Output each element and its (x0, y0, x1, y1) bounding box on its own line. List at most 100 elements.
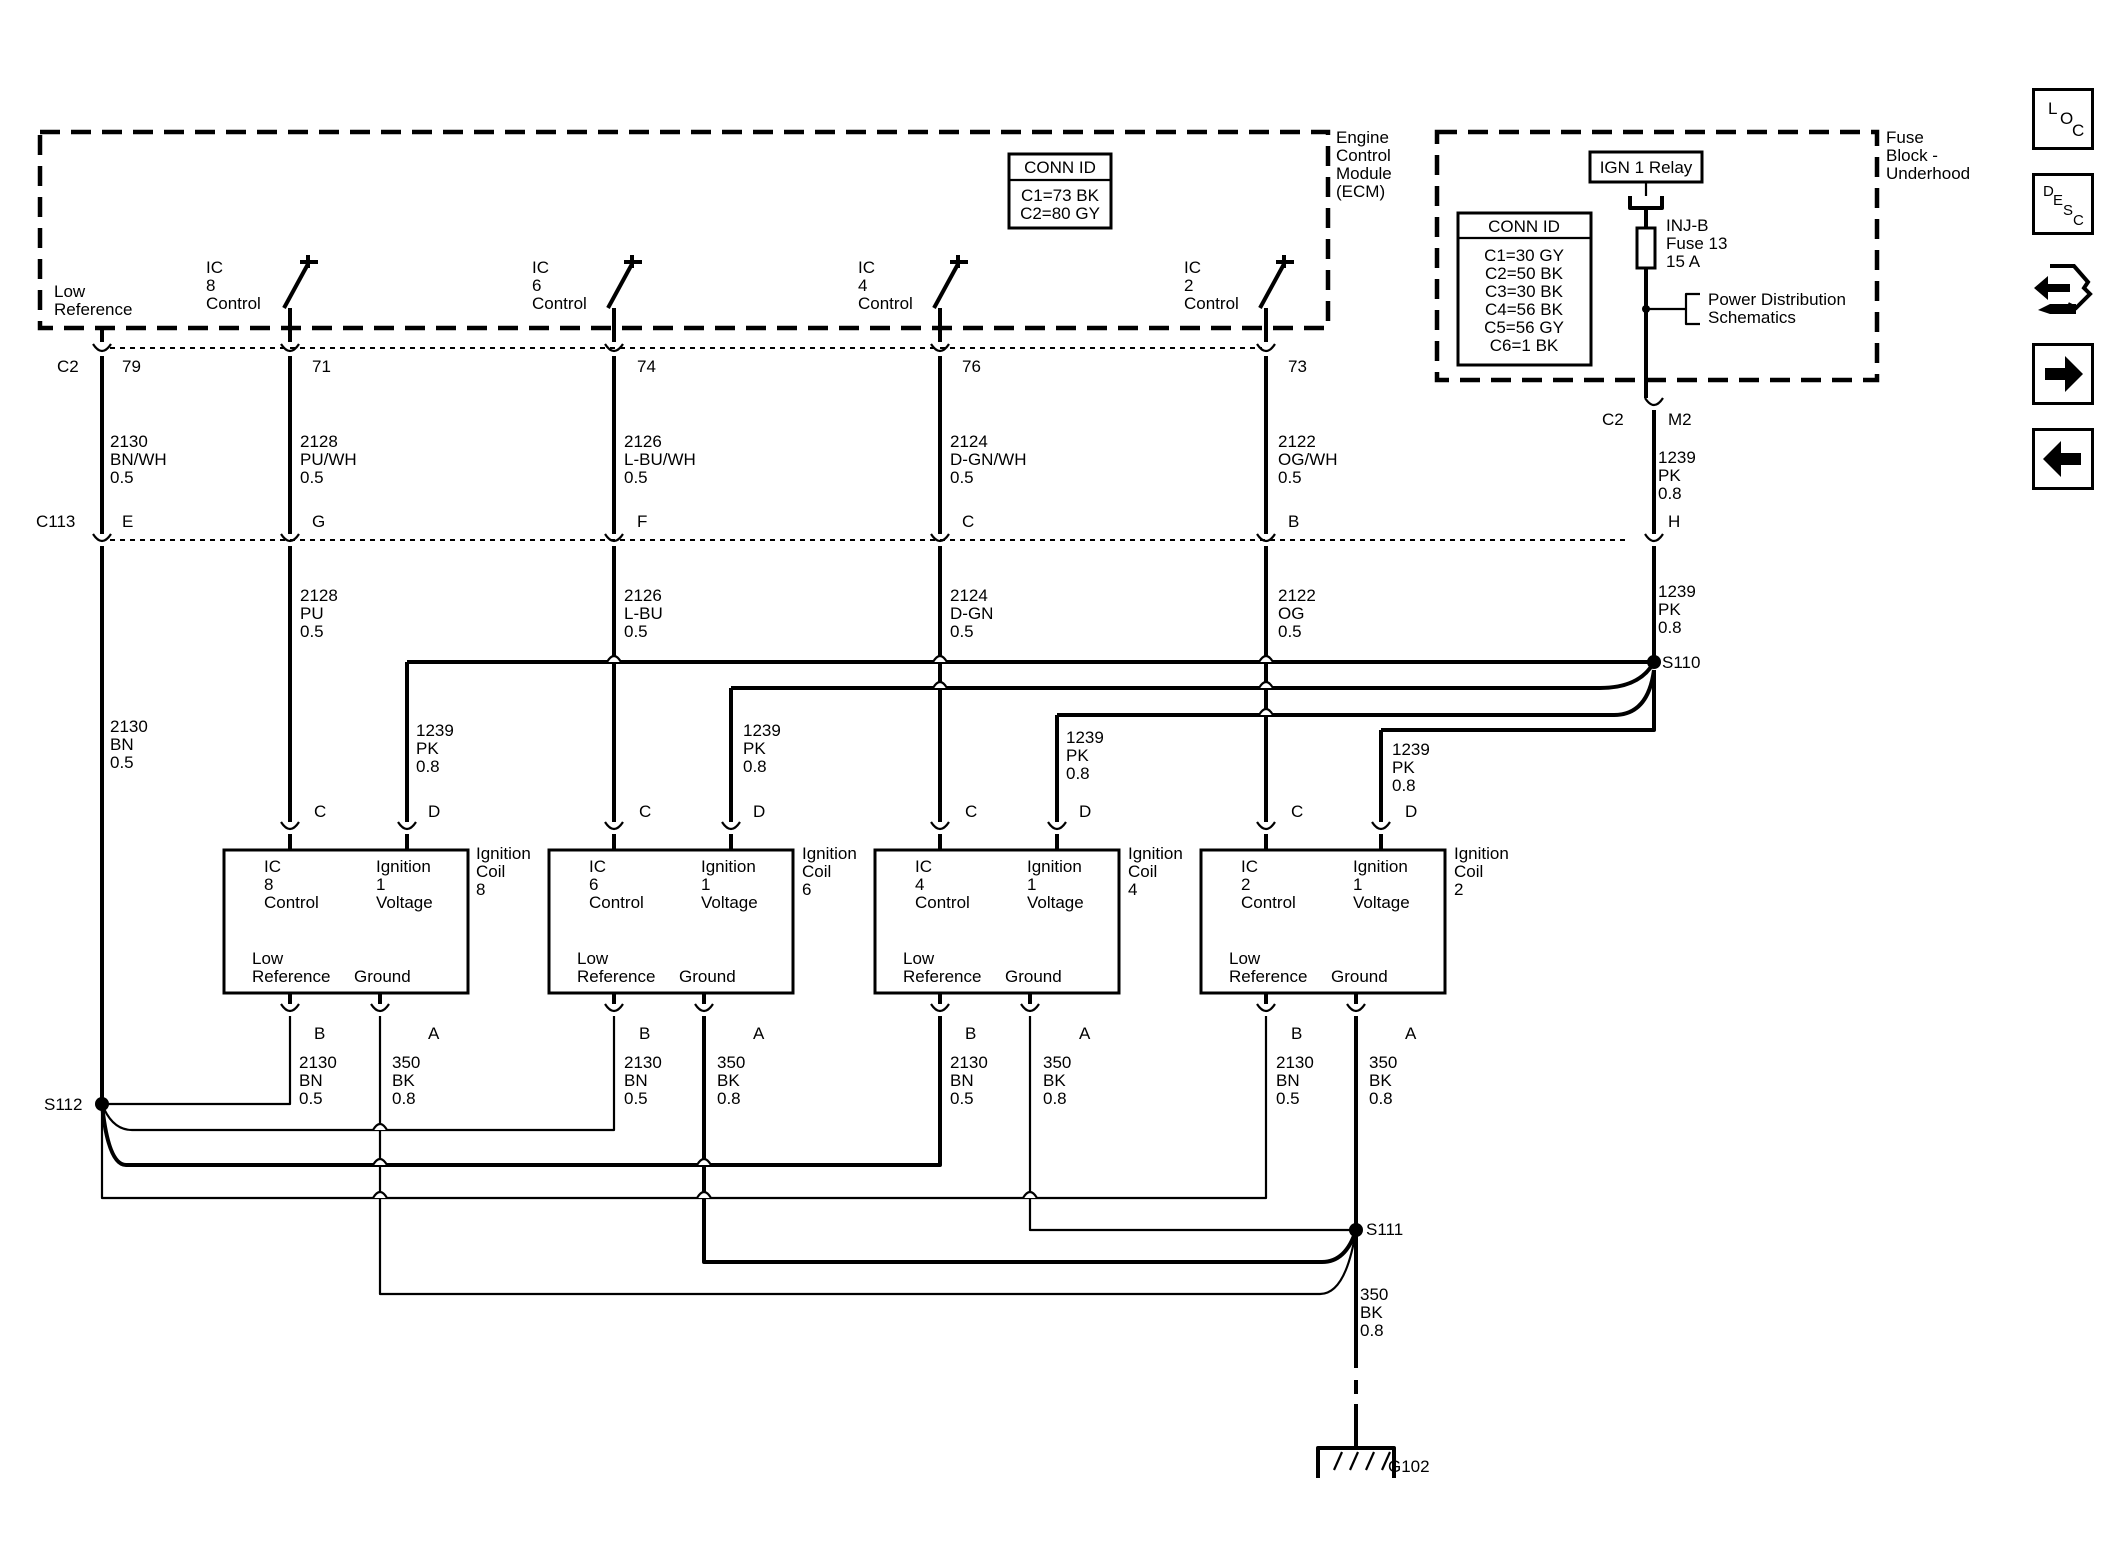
wire-crossover (696, 1157, 712, 1166)
coil-body (873, 848, 1121, 995)
coil-pin-a-label: A (428, 1024, 440, 1043)
wire-crossover (372, 1157, 388, 1166)
desc-letter-d: D (2043, 183, 2054, 200)
wire-crossover (606, 654, 622, 663)
connector-terminal (930, 533, 950, 543)
ecm-switch-icon (282, 263, 310, 309)
ign-relay-label: IGN 1 Relay (1600, 158, 1693, 177)
fuse-conn-title: CONN ID (1488, 217, 1560, 236)
wire-crossover (696, 1190, 712, 1199)
loc-letter-o: O (2060, 109, 2073, 128)
connector-terminal (930, 821, 950, 831)
connector-terminal (694, 1003, 714, 1013)
connector-terminal (1047, 821, 1067, 831)
desc-button[interactable]: D E S C (2032, 173, 2094, 235)
coil-pin-b-label: B (965, 1024, 976, 1043)
splice-s111-label: S111 (1366, 1220, 1403, 1239)
loc-button[interactable]: L O C (2032, 88, 2094, 150)
ecm-switch-icon (932, 263, 960, 309)
fuse-block-boundary (1434, 129, 1880, 383)
ecm-c2-label: C2 (57, 357, 79, 376)
connector-terminal (1346, 1003, 1366, 1013)
ecm-pin-label: 73 (1288, 357, 1307, 376)
fuse-conn-line-5: C5=56 GY (1484, 318, 1564, 337)
coil-pin-b-label: B (1291, 1024, 1302, 1043)
ecm-conn-box (1007, 152, 1113, 230)
connector-terminal (280, 821, 300, 831)
fuse-conn-line-6: C6=1 BK (1490, 336, 1559, 355)
ecm-switch-icon (1258, 263, 1286, 309)
coil-pin-a-label: A (1405, 1024, 1417, 1043)
ground-id-label: G102 (1388, 1457, 1430, 1476)
loc-letter-l: L (2048, 99, 2057, 118)
c113-pin-label: B (1288, 512, 1299, 531)
splice-s112-label: S112 (44, 1095, 82, 1114)
connector-terminal (930, 343, 950, 353)
fuse-conn-line-3: C3=30 BK (1485, 282, 1564, 301)
coil-pin-a-label: A (1079, 1024, 1091, 1043)
ecm-boundary (37, 129, 1331, 331)
connector-terminal (280, 1003, 300, 1013)
fuse-conn-line-1: C1=30 GY (1484, 246, 1564, 265)
ecm-low-ref-pin: 79 (122, 357, 141, 376)
wire-crossover (1258, 680, 1274, 689)
next-arrow-icon[interactable] (2032, 343, 2094, 405)
wire-crossover (1258, 707, 1274, 716)
desc-letter-s: S (2063, 202, 2073, 219)
coil-pin-a-label: A (753, 1024, 765, 1043)
connector-terminal (280, 343, 300, 353)
coil-body (222, 848, 470, 995)
wire-crossover (372, 1122, 388, 1131)
fuse-c2-label: C2 (1602, 410, 1624, 429)
coil-pin-b-label: B (314, 1024, 325, 1043)
connector-terminal (604, 1003, 624, 1013)
coil-pin-c-label: C (965, 802, 977, 821)
connector-terminal (604, 533, 624, 543)
connector-terminal (92, 343, 112, 353)
fuse-m2-label: M2 (1668, 410, 1692, 429)
coil-body (547, 848, 795, 995)
pk-c113-pin: H (1668, 512, 1680, 531)
coil-pin-d-label: D (1405, 802, 1417, 821)
connector-view-icon[interactable] (2030, 258, 2096, 326)
wire-crossover (1022, 1190, 1038, 1199)
connector-terminal (930, 1003, 950, 1013)
back-arrow-icon[interactable] (2032, 428, 2094, 490)
low-ref-c113-pin: E (122, 512, 133, 531)
ground-symbol-icon (1316, 1446, 1396, 1478)
wire-crossover (1258, 654, 1274, 663)
